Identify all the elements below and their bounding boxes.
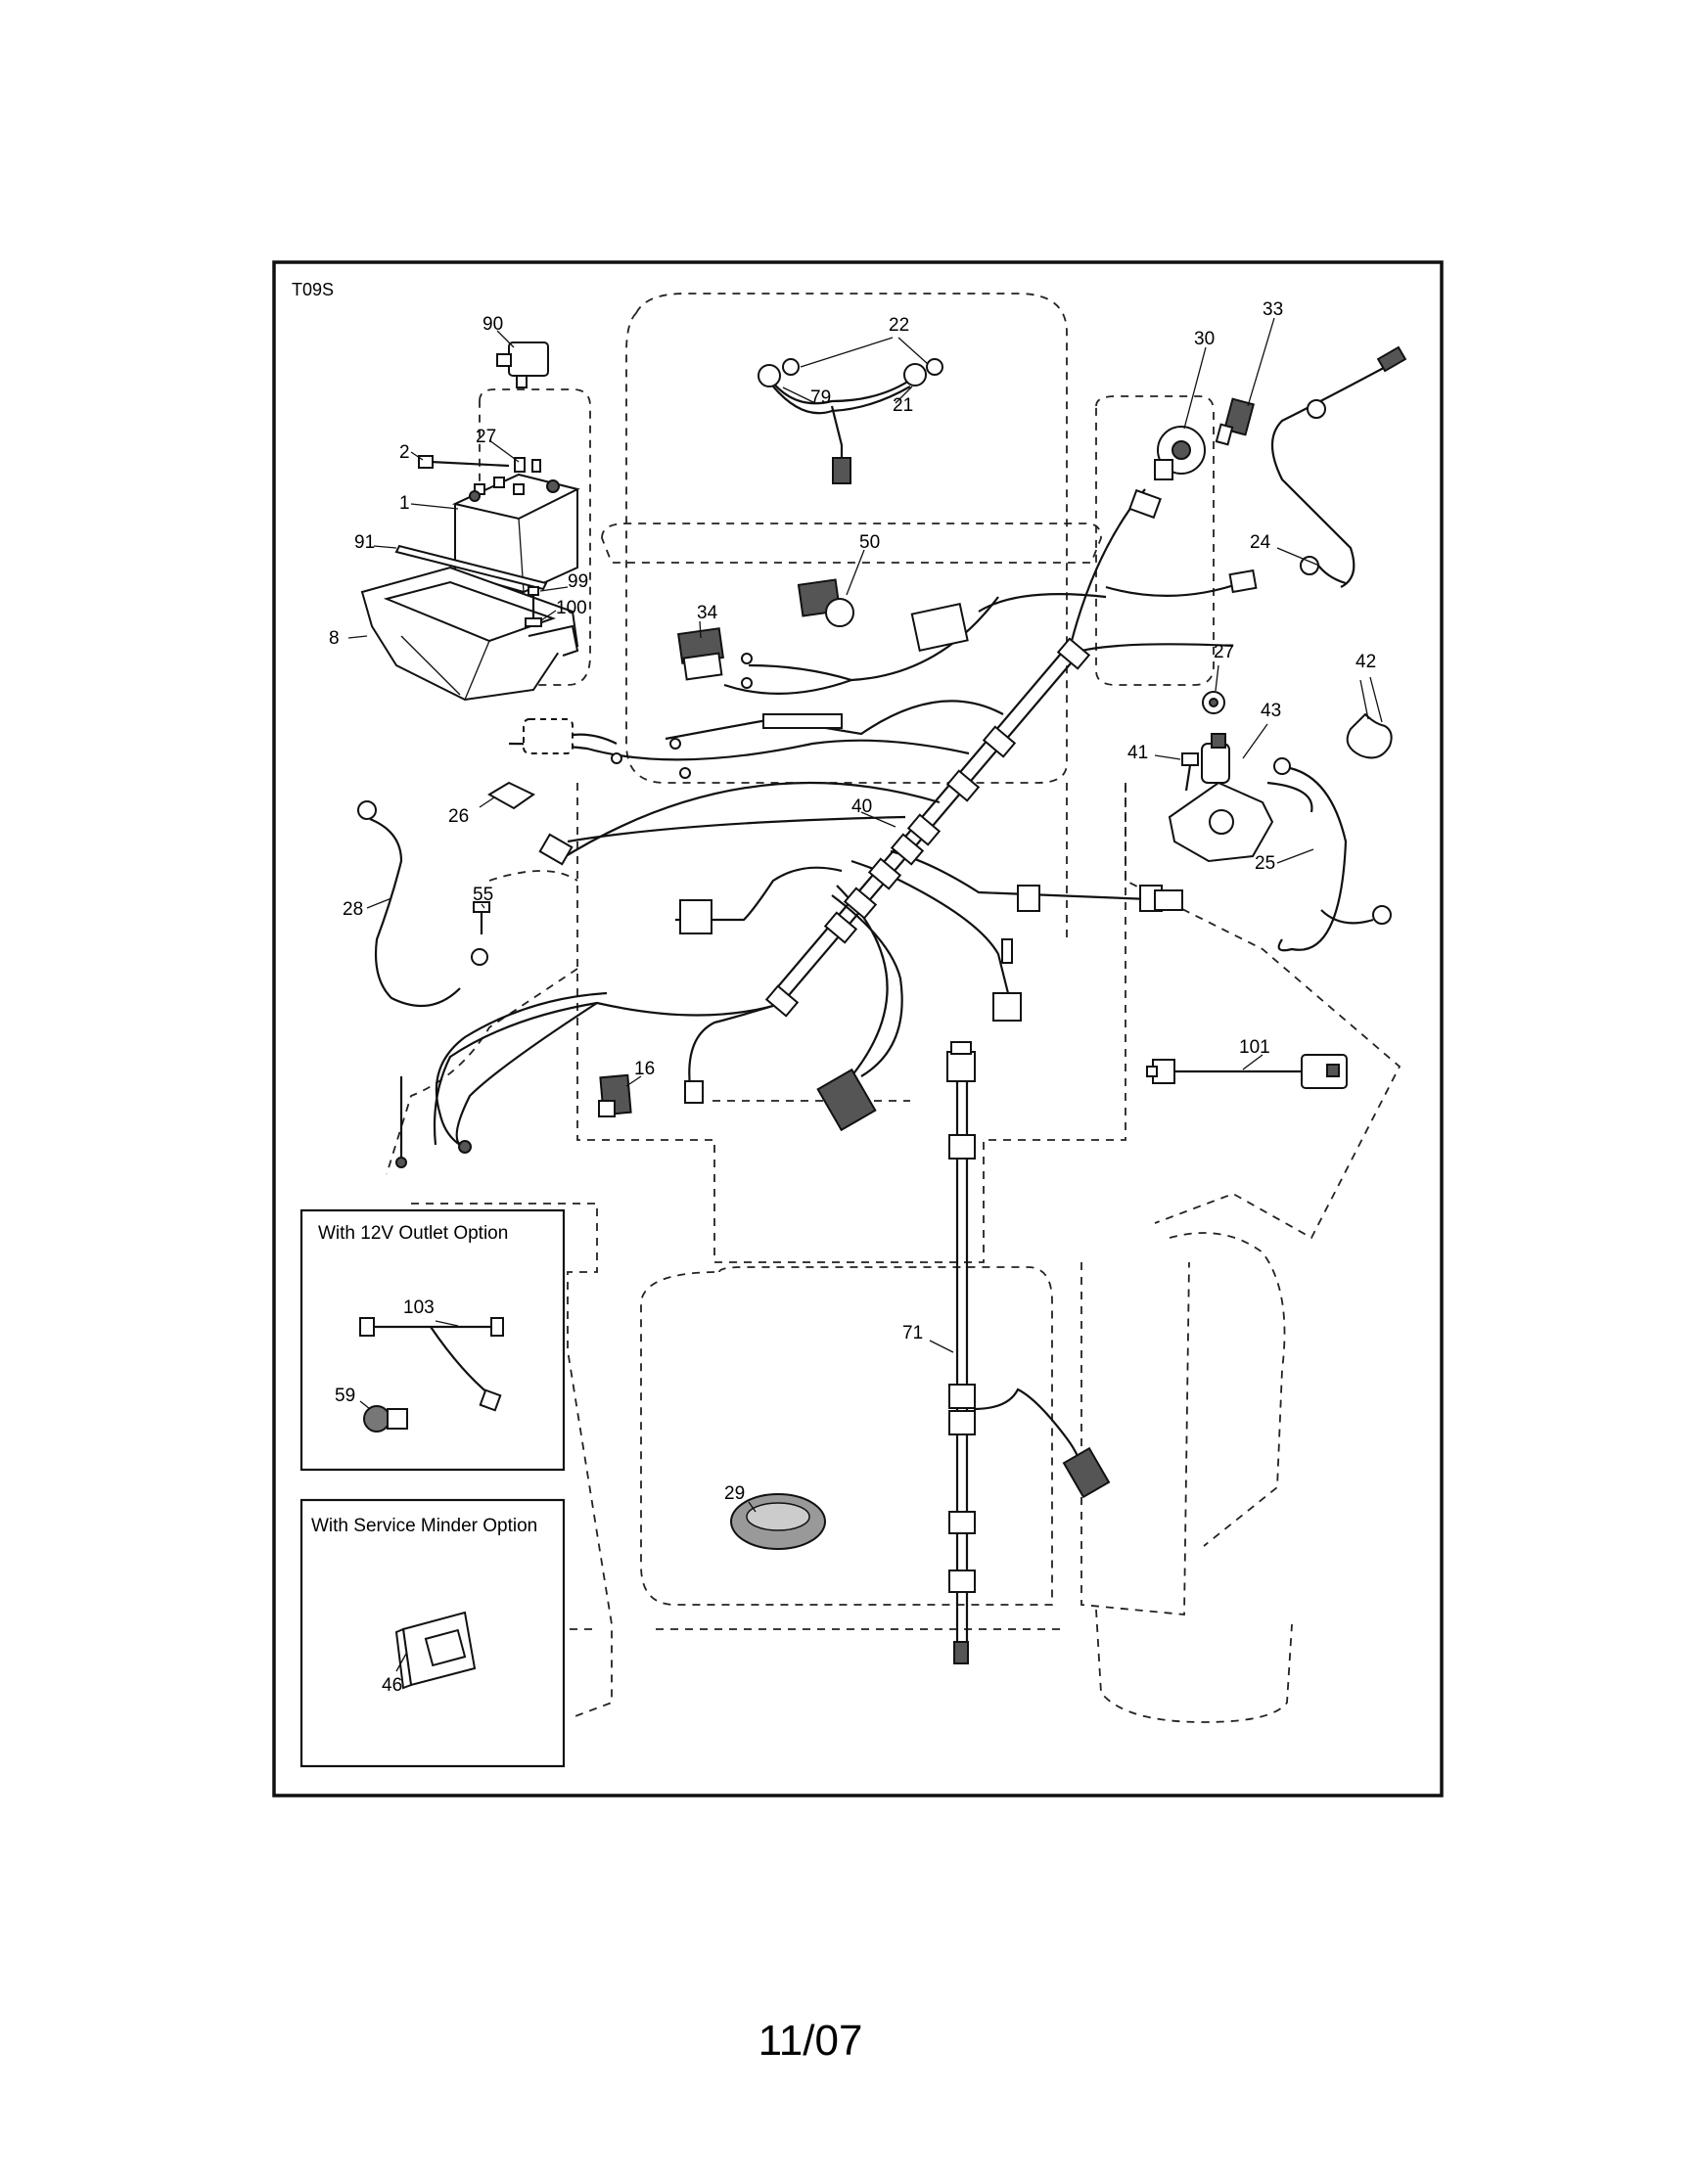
callout-90: 90: [482, 314, 503, 335]
part-42-boot: [1346, 676, 1393, 759]
callout-24: 24: [1250, 532, 1271, 553]
part-101-harness: [1146, 1054, 1348, 1089]
part-71-rear-harness: [946, 1041, 1111, 1664]
callout-99: 99: [568, 571, 588, 592]
callout-50: 50: [859, 532, 880, 553]
callout-27-top: 27: [476, 427, 496, 447]
part-24-cable: [1271, 345, 1407, 588]
harness-sleeves: [762, 637, 1183, 1018]
callout-33: 33: [1263, 299, 1283, 320]
main-harness: [433, 488, 1244, 1146]
callout-43: 43: [1261, 701, 1281, 721]
callout-8: 8: [329, 628, 340, 649]
part-30-ignition-switch: [1154, 426, 1206, 480]
callout-91: 91: [354, 532, 375, 553]
callout-40: 40: [851, 796, 872, 817]
ground-wire: [395, 991, 608, 1168]
part-28-cable: [357, 800, 461, 1008]
part-91-strap: [394, 544, 548, 591]
diagram-code: T09S: [292, 280, 334, 299]
part-8-battery-tray: [360, 566, 579, 702]
part-29-grommet: [730, 1493, 826, 1550]
part-55-screw: [471, 901, 490, 966]
diagram-frame: [272, 260, 1444, 1797]
callout-2: 2: [399, 442, 410, 463]
callout-labels: 90 22 79 21 30 33 2 27 1 91 99 100 8 34 …: [329, 299, 1376, 1696]
page-footer-date: 11/07: [758, 2017, 863, 2065]
wire-connectors: [523, 488, 1258, 1132]
callout-100: 100: [556, 598, 587, 618]
callout-55: 55: [473, 885, 493, 905]
callout-103: 103: [403, 1297, 435, 1318]
part-25-cable: [1266, 757, 1392, 952]
part-1-battery: [451, 473, 580, 594]
part-90-connector: [496, 341, 549, 388]
callout-41: 41: [1127, 743, 1148, 763]
callout-25: 25: [1255, 853, 1275, 874]
callout-30: 30: [1194, 329, 1215, 349]
callout-22: 22: [889, 315, 909, 336]
part-26-fuse: [487, 781, 535, 810]
option-box-service-minder: With Service Minder Option: [299, 1498, 566, 1768]
callout-46: 46: [382, 1675, 402, 1696]
callout-1: 1: [399, 493, 410, 514]
part-16-relay: [598, 1073, 632, 1117]
callout-29: 29: [724, 1483, 745, 1504]
callout-26: 26: [448, 806, 469, 827]
part-27-nut-right: [1202, 691, 1225, 714]
callout-101: 101: [1239, 1037, 1270, 1058]
option-box-12v-outlet: With 12V Outlet Option: [299, 1208, 566, 1472]
leader-lines: [347, 317, 1369, 1672]
callout-71: 71: [902, 1323, 923, 1343]
callout-28: 28: [343, 899, 363, 920]
part-99-100-hardware: [525, 586, 542, 627]
part-43-solenoid: [1168, 733, 1274, 863]
callout-42: 42: [1355, 652, 1376, 672]
part-2-bolt: [418, 455, 510, 469]
part-41-bolt: [1181, 752, 1199, 792]
part-27-nut-top: [514, 457, 541, 473]
callout-27-right: 27: [1214, 642, 1234, 662]
callout-79: 79: [810, 387, 831, 408]
callout-34: 34: [697, 603, 718, 623]
option-box-12v-outlet-title: With 12V Outlet Option: [318, 1223, 508, 1244]
part-34-switch: [676, 627, 725, 681]
part-50-knob: [797, 578, 854, 627]
part-33-key: [1215, 397, 1255, 446]
part-21-headlight-harness: [758, 358, 943, 484]
callout-59: 59: [335, 1386, 355, 1406]
callout-16: 16: [634, 1059, 655, 1079]
callout-21: 21: [893, 395, 913, 416]
option-box-service-minder-title: With Service Minder Option: [311, 1516, 537, 1536]
